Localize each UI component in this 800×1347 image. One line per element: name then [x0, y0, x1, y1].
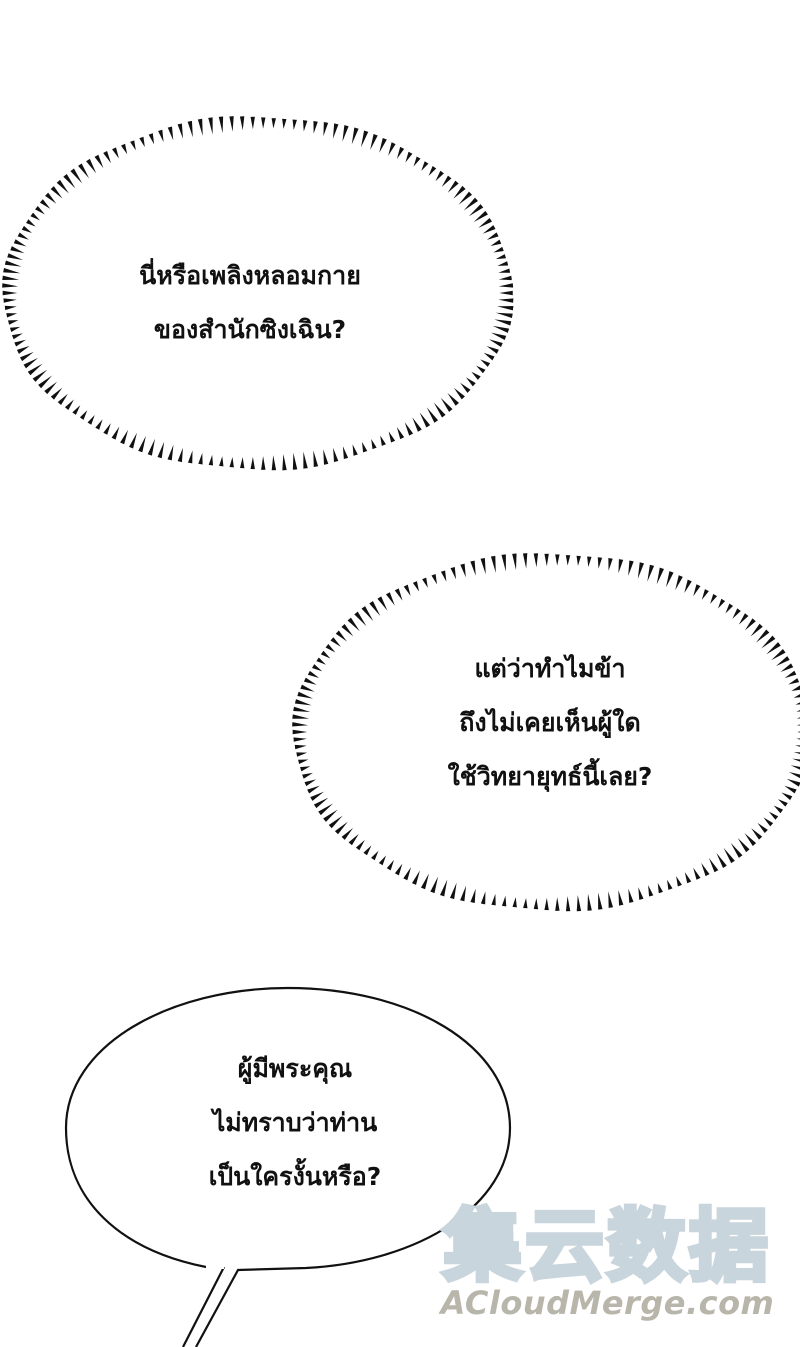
bubble-1-line-2: ของสำนักซิงเฉิน?: [153, 315, 347, 344]
spiky-thought-bubble-1-outline: [2, 116, 514, 471]
bubble-1-line-1: นี่หรือเพลิงหลอมกาย: [139, 261, 361, 290]
bubble-2-line-3: ใช้วิทยายุทธ์นี้เลย?: [447, 762, 653, 791]
bubble-2-text: แต่ว่าทำไมข้า ถึงไม่เคยเห็นผู้ใด ใช้วิทย…: [410, 642, 690, 804]
speech-bubble-3-outline: [64, 986, 512, 1347]
bubble-3-line-2: ไม่ทราบว่าท่าน: [212, 1108, 378, 1137]
bubble-3-line-3: เป็นใครงั้นหรือ?: [208, 1162, 382, 1191]
bubble-2-line-1: แต่ว่าทำไมข้า: [474, 654, 626, 683]
bubble-3-line-1: ผู้มีพระคุณ: [237, 1054, 353, 1083]
bubble-3-text: ผู้มีพระคุณ ไม่ทราบว่าท่าน เป็นใครงั้นหร…: [160, 1042, 430, 1204]
bubble-1-text: นี่หรือเพลิงหลอมกาย ของสำนักซิงเฉิน?: [70, 249, 430, 357]
spiky-thought-bubble-2-outline: [292, 553, 800, 912]
bubble-2-line-2: ถึงไม่เคยเห็นผู้ใด: [459, 708, 641, 737]
